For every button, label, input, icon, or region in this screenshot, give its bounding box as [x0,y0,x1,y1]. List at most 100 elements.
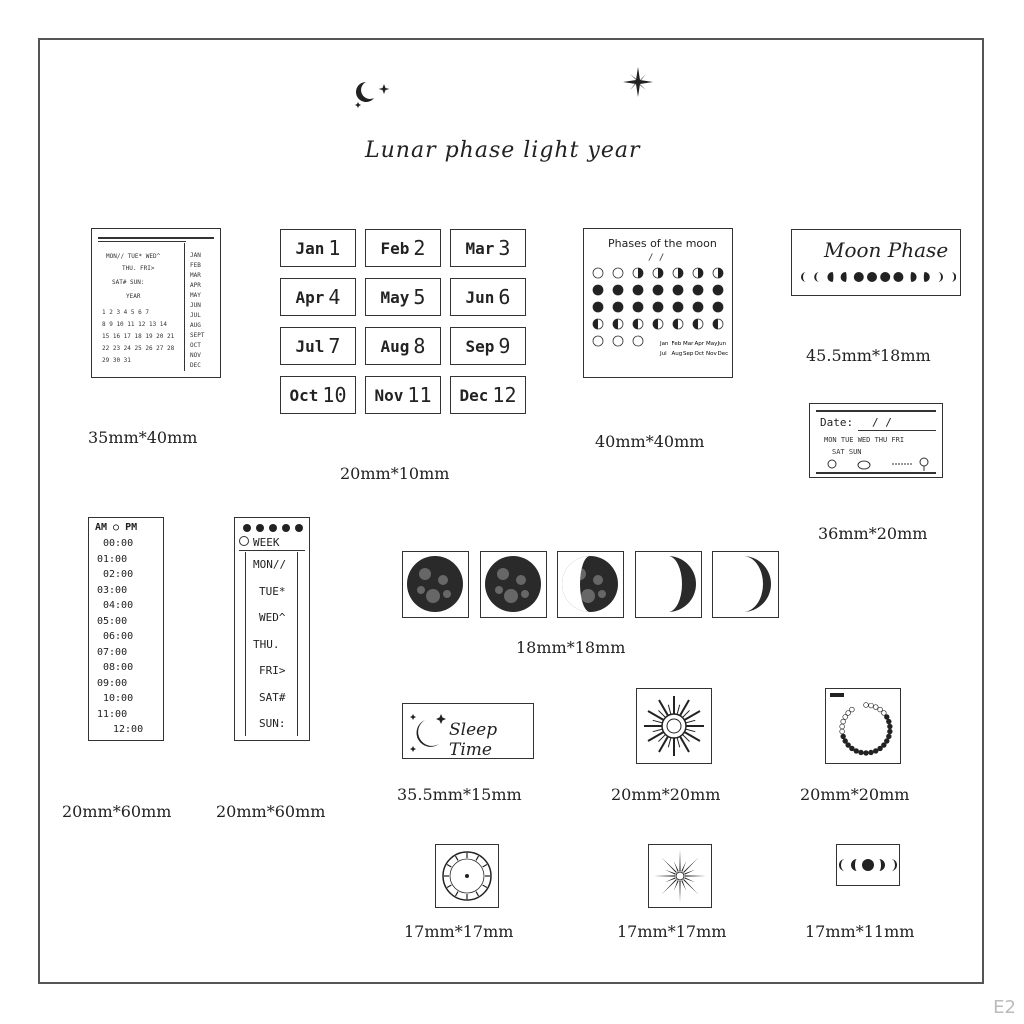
calendar-days-row2: THU. FRI> [122,265,155,272]
phase-month-label: Jun [717,341,727,347]
moon-icon [484,556,541,612]
calendar-month: AUG [190,322,201,329]
moon-phase-dot [652,267,664,279]
date-label: Date: [820,416,854,429]
date-slashes: / / [872,416,892,429]
calendar-row: 15 16 17 18 19 20 21 [102,333,175,340]
calendar-month: FEB [190,262,201,269]
month-name: May [380,287,410,307]
moon-phase-icon [938,272,943,282]
week-day-label: FRI> [259,664,286,677]
moon-circle-icon [830,693,893,756]
size-label: 35.5mm*15mm [397,785,522,804]
moon-phase-dot [632,335,644,347]
month-number: 4 [328,285,341,309]
calendar-month: OCT [190,342,201,349]
moon-phase-dot [672,284,684,296]
month-number: 7 [328,334,341,358]
month-name: Sep [465,336,495,356]
moon-icon [667,556,696,612]
size-label: 40mm*40mm [595,432,705,451]
week-day-label: TUE* [259,584,286,598]
week-day-label: SUN: [259,717,286,730]
hour-label: 05:00 [97,615,128,627]
calendar-days-row1: MON// TUE* WED^ [106,253,161,260]
hours-header: AM ○ PM [95,522,138,533]
moon-phase-dot [592,335,604,347]
size-label: 17mm*11mm [805,922,915,941]
moon-phase-icon [801,272,806,282]
moon-phase-dot [592,301,604,313]
moon-phase-icon [814,272,820,282]
sleep-time-text: Sleep Time [449,720,498,760]
month-name: Oct [289,385,319,405]
moon-phase-dot [632,284,644,296]
calendar-row: 29 30 31 [102,357,131,364]
moon-phase-row [801,272,956,282]
moon-phase-icon [910,272,917,282]
moon-phase-dot [712,318,724,330]
size-label: 17mm*17mm [404,922,514,941]
month-number: 1 [328,236,341,260]
sleep-time-stamp: Sleep Time [402,703,534,760]
moon-phase-title: Moon Phase [824,238,949,262]
date-days: MON TUE WED THU FRI [824,436,905,444]
moon-image-stamp [479,551,547,618]
page-title: Lunar phase light year [365,138,641,163]
compass-star-icon [623,67,653,97]
calendar-month: JUN [190,302,201,309]
moon-phase-icon [923,272,930,282]
moon-phase-icon [853,272,864,282]
hour-label: 12:00 [113,724,144,735]
hour-label: 07:00 [97,646,128,658]
phase-month-label: Sep [683,351,694,357]
phase-month-label: Oct [695,351,705,357]
calendar-month: DEC [190,362,201,369]
moon-phase-dot [652,318,664,330]
moon-phase-dot [672,267,684,279]
crescent-moon-icon [410,714,446,752]
size-label: 20mm*20mm [800,785,910,804]
month-number: 10 [322,383,347,407]
moon-phase-dot [672,318,684,330]
moon-phase-dot [632,267,644,279]
moon-icon [743,556,771,612]
calendar-row: 8 9 10 11 12 13 14 [102,321,168,328]
phase-month-label: Jul [659,351,667,357]
week-stamp: WEEK MON//TUE*WED^THU.FRI>SAT#SUN: [234,517,310,741]
clock-icon [442,851,492,901]
month-number: 3 [498,236,511,260]
moon-phase-dot [612,284,624,296]
moon-image-stamp [634,551,702,618]
phase-month-label: Nov [706,351,717,357]
calendar-month: JUL [190,312,201,319]
moon-phases-mini-icon [839,859,897,871]
hour-label: 10:00 [103,693,134,704]
calendar-row: 22 23 24 25 26 27 28 [102,345,175,352]
phase-month-label: Aug [672,351,683,357]
moon-phase-icon [867,272,877,282]
phase-month-label: Dec [718,351,729,357]
moon-phase-dot [712,284,724,296]
week-day-label: SAT# [259,690,286,704]
mini-phases-stamp [836,844,900,886]
week-day-label: WED^ [259,611,286,624]
moon-phase-dot [632,301,644,313]
phases-grid-title: Phases of the moon [608,237,717,250]
calendar-month: SEPT [190,332,205,339]
moon-phase-dot [692,318,704,330]
month-number: 11 [407,383,432,407]
month-name: Feb [380,238,410,258]
week-header: WEEK [253,536,280,549]
size-label: 20mm*20mm [611,785,721,804]
calendar-month: NOV [190,352,201,359]
hour-label: 09:00 [97,677,128,689]
moon-image-stamp [402,551,469,618]
moon-phase-icon [893,272,904,282]
